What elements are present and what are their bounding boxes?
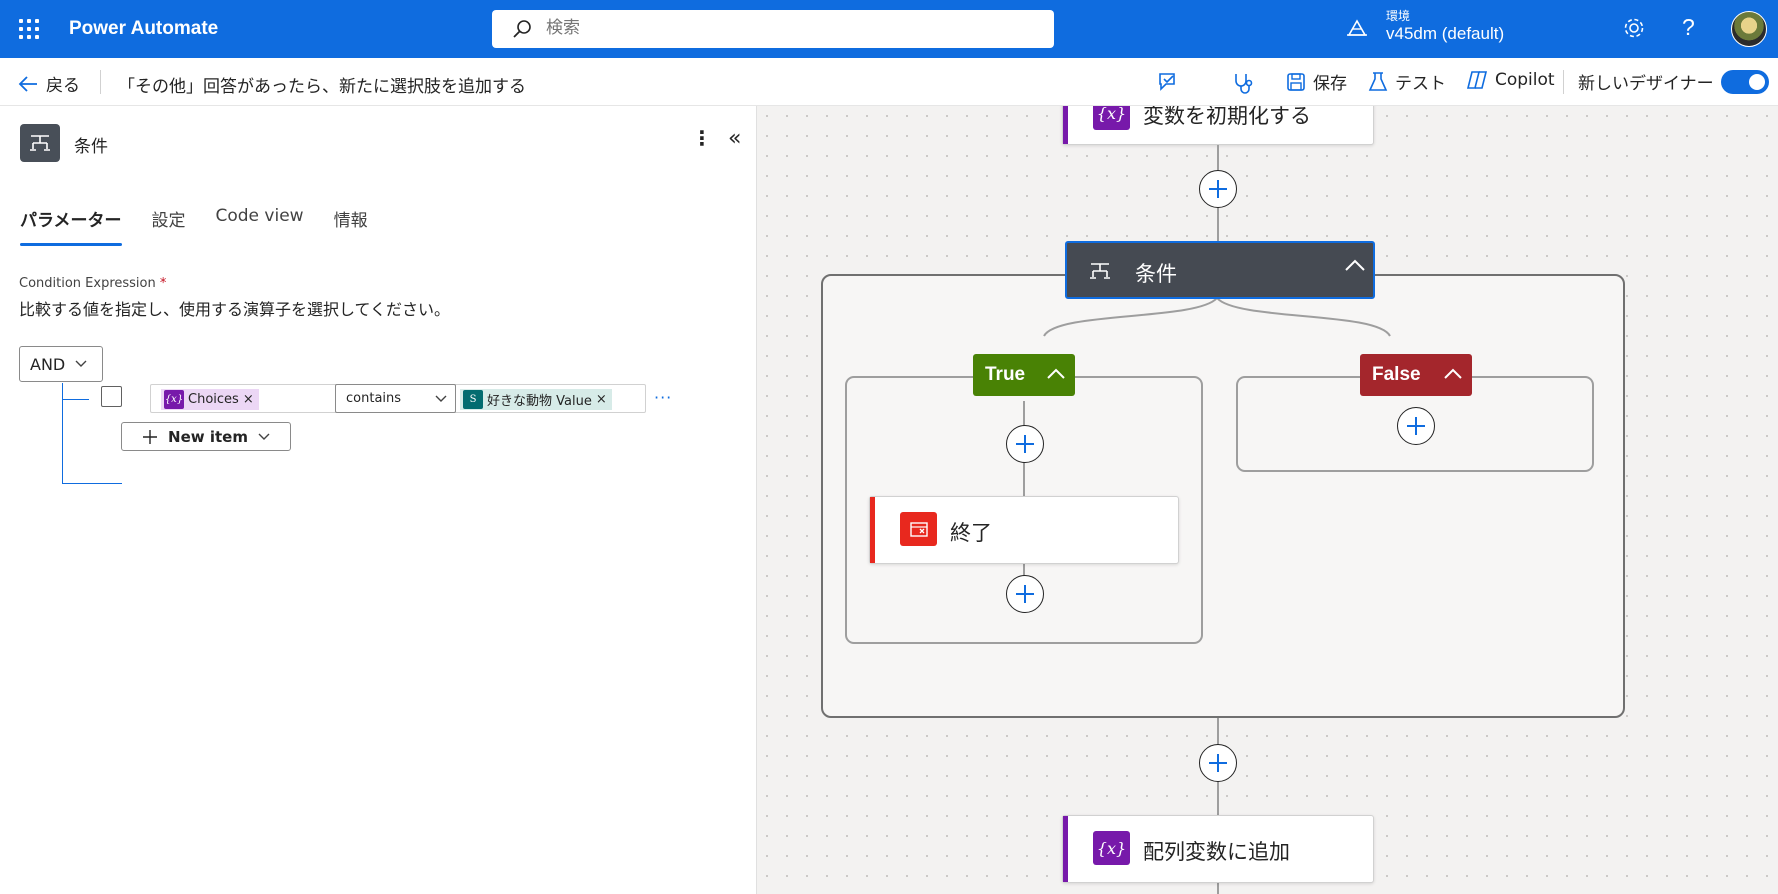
condition-expression-label: Condition Expression *: [19, 276, 166, 291]
true-branch-label: True: [985, 364, 1026, 385]
left-operand-text: Choices: [188, 392, 239, 407]
condition-icon: [1090, 263, 1110, 279]
action-card-terminate[interactable]: 終了: [869, 496, 1179, 564]
tab-code-view[interactable]: Code view: [215, 206, 304, 226]
card-accent: [1063, 106, 1068, 144]
action-label: 終了: [950, 521, 992, 545]
environment-value[interactable]: v45dm (default): [1386, 24, 1505, 43]
plus-icon: [143, 429, 158, 444]
action-label: 配列変数に追加: [1143, 840, 1290, 864]
panel-title[interactable]: 条件: [74, 137, 108, 157]
add-action-button[interactable]: [1199, 744, 1237, 782]
stethoscope-icon[interactable]: [1231, 71, 1255, 95]
add-action-button[interactable]: [1006, 575, 1044, 613]
row-select-checkbox[interactable]: [101, 386, 122, 407]
false-branch-label: False: [1372, 364, 1421, 385]
back-label: 戻る: [46, 76, 80, 96]
branch-connector-lines: [1043, 297, 1391, 337]
tab-parameters[interactable]: パラメーター: [20, 206, 122, 246]
new-designer-label: 新しいデザイナー: [1578, 74, 1714, 94]
back-button[interactable]: 戻る: [18, 71, 80, 96]
required-mark: *: [159, 276, 167, 291]
chevron-up-icon[interactable]: [1047, 368, 1065, 379]
sharepoint-icon: S: [463, 390, 483, 409]
chevron-up-icon[interactable]: [1345, 259, 1365, 271]
left-operand-token[interactable]: {x} Choices ×: [161, 389, 259, 410]
card-accent: [870, 497, 875, 563]
environment-label: 環境: [1386, 9, 1411, 23]
tab-about[interactable]: 情報: [333, 211, 368, 231]
variable-icon: {x}: [1093, 831, 1130, 865]
chevron-down-icon: [258, 433, 270, 440]
more-options-icon[interactable]: ⋮: [692, 126, 712, 150]
false-branch-header[interactable]: False: [1360, 354, 1472, 396]
settings-gear-icon[interactable]: [1622, 16, 1646, 40]
tree-line: [62, 399, 89, 400]
new-item-label: New item: [168, 427, 248, 446]
flask-icon: [1368, 71, 1388, 91]
add-action-button[interactable]: [1199, 170, 1237, 208]
save-label: 保存: [1313, 74, 1347, 94]
arrow-left-icon: [18, 75, 37, 92]
remove-token-icon[interactable]: ×: [242, 392, 254, 407]
action-properties-panel: 条件 ⋮ « パラメーター 設定 Code view 情報 Condition …: [0, 106, 757, 894]
environment-icon[interactable]: [1345, 17, 1369, 39]
condition-title: 条件: [1135, 262, 1177, 286]
divider: [100, 70, 101, 94]
action-label: 変数を初期化する: [1143, 106, 1311, 128]
add-action-button[interactable]: [1006, 425, 1044, 463]
copilot-icon: [1466, 71, 1488, 89]
flow-title[interactable]: 「その他」回答があったら、新たに選択肢を追加する: [118, 77, 526, 97]
tab-settings[interactable]: 設定: [151, 211, 186, 231]
chevron-down-icon: [435, 395, 447, 402]
remove-token-icon[interactable]: ×: [595, 392, 607, 407]
tree-line: [62, 483, 122, 484]
terminate-icon: [900, 512, 937, 546]
action-card-append-to-array[interactable]: {x} 配列変数に追加: [1062, 815, 1374, 883]
save-button[interactable]: 保存: [1286, 69, 1347, 94]
chevron-up-icon[interactable]: [1444, 368, 1462, 379]
variable-icon: {x}: [1093, 106, 1130, 130]
group-operator-value: AND: [30, 354, 66, 374]
avatar[interactable]: [1731, 11, 1767, 47]
top-bar: Power Automate 環境 v45dm (default) ?: [0, 0, 1778, 58]
app-name[interactable]: Power Automate: [69, 18, 219, 39]
condition-expression-text: Condition Expression: [19, 276, 156, 291]
true-branch-header[interactable]: True: [973, 354, 1075, 396]
add-action-button[interactable]: [1397, 407, 1435, 445]
app-launcher-icon[interactable]: [19, 19, 39, 39]
action-card-initialize-variable[interactable]: {x} 変数を初期化する: [1062, 106, 1374, 145]
flow-canvas[interactable]: {x} 変数を初期化する True 終了 False 条件: [757, 106, 1778, 894]
panel-tabs: パラメーター 設定 Code view 情報: [20, 206, 398, 246]
save-icon: [1287, 72, 1305, 91]
condition-icon: [20, 124, 60, 162]
operator-value: contains: [346, 391, 402, 406]
test-label: テスト: [1395, 74, 1446, 94]
search-box[interactable]: [492, 10, 1054, 48]
command-bar: 戻る 「その他」回答があったら、新たに選択肢を追加する 保存 テスト Copil…: [0, 58, 1778, 106]
flow-checker-icon[interactable]: [1157, 71, 1181, 93]
copilot-button[interactable]: Copilot: [1466, 69, 1555, 91]
condition-action-card[interactable]: 条件: [1065, 241, 1375, 299]
right-operand-token[interactable]: S 好きな動物 Value ×: [460, 389, 612, 410]
help-icon[interactable]: ?: [1682, 14, 1695, 40]
connector-line: [1217, 718, 1219, 894]
right-operand-text: 好きな動物 Value: [487, 394, 592, 409]
card-accent: [1063, 816, 1068, 882]
new-item-button[interactable]: New item: [121, 422, 291, 451]
new-designer-toggle[interactable]: [1721, 70, 1769, 94]
test-button[interactable]: テスト: [1368, 69, 1446, 94]
row-more-options-icon[interactable]: ···: [654, 388, 673, 407]
condition-description: 比較する値を指定し、使用する演算子を選択してください。: [19, 300, 451, 319]
search-icon: [513, 20, 531, 38]
search-input[interactable]: [546, 18, 1026, 38]
chevron-down-icon: [75, 360, 87, 367]
variable-icon: {x}: [164, 390, 184, 409]
collapse-panel-icon[interactable]: «: [728, 126, 742, 151]
copilot-label: Copilot: [1495, 70, 1555, 90]
divider: [1563, 70, 1564, 94]
group-operator-dropdown[interactable]: AND: [19, 346, 103, 382]
operator-dropdown[interactable]: contains: [335, 384, 456, 413]
tree-line: [62, 383, 63, 483]
